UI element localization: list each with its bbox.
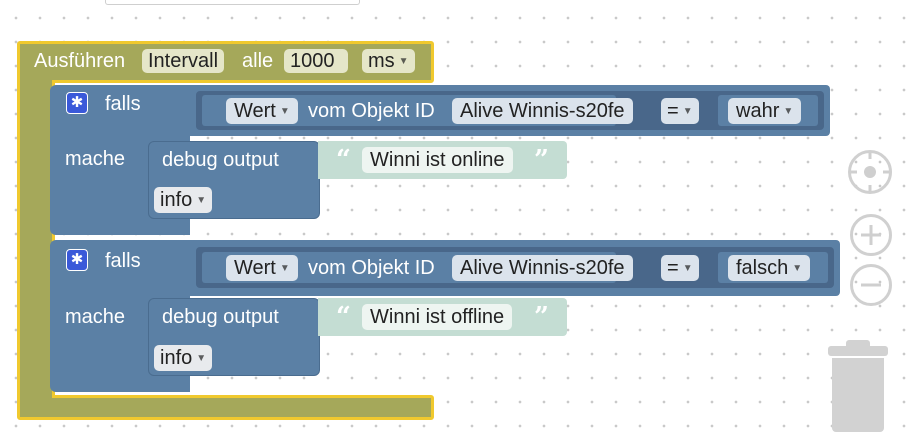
operator-value: =	[667, 100, 679, 122]
message-field[interactable]: Winni ist offline	[362, 304, 513, 330]
chevron-down-icon: ▼	[398, 55, 409, 67]
debug-label: debug output	[162, 306, 279, 328]
operator-dropdown[interactable]: =▼	[661, 255, 699, 281]
mode-dropdown[interactable]: Intervall	[142, 49, 225, 73]
bool-dropdown[interactable]: falsch▼	[728, 255, 811, 281]
crosshair-icon[interactable]	[848, 150, 892, 194]
message-field[interactable]: Winni ist online	[362, 147, 513, 173]
debug-label: debug output	[162, 149, 279, 171]
bool-value: falsch	[736, 257, 789, 279]
chevron-down-icon: ▼	[196, 194, 207, 206]
chevron-down-icon: ▼	[792, 262, 803, 274]
interval-input[interactable]: 1000	[284, 49, 348, 73]
if-label: falls	[105, 93, 141, 115]
property-value: Wert	[234, 100, 276, 122]
log-level-value: info	[160, 189, 193, 211]
plus-icon[interactable]	[850, 214, 892, 256]
mode-value: Intervall	[148, 50, 219, 72]
chevron-down-icon: ▼	[682, 105, 693, 117]
trash-lid	[828, 346, 888, 356]
unit-dropdown[interactable]: ms▼	[362, 49, 415, 73]
bool-value: wahr	[736, 100, 780, 122]
do-label: mache	[65, 306, 126, 328]
log-level-dropdown[interactable]: info▼	[154, 187, 213, 213]
chevron-down-icon: ▼	[279, 262, 290, 274]
log-level-value: info	[160, 347, 193, 369]
property-dropdown[interactable]: Wert▼	[226, 255, 298, 281]
gear-icon[interactable]: ✱	[66, 249, 88, 271]
run-label: Ausführen	[34, 50, 126, 72]
do-label: mache	[65, 148, 126, 170]
bool-dropdown[interactable]: wahr▼	[728, 98, 802, 124]
toolbar-edge	[105, 0, 360, 5]
every-label: alle	[242, 50, 274, 72]
chevron-down-icon: ▼	[783, 105, 794, 117]
trash-handle	[846, 340, 870, 348]
operator-dropdown[interactable]: =▼	[661, 98, 699, 124]
of-object-label: vom Objekt ID	[308, 100, 435, 122]
close-quote-icon: ”	[534, 302, 549, 332]
close-quote-icon: ”	[534, 145, 549, 175]
operator-value: =	[667, 257, 679, 279]
of-object-label: vom Objekt ID	[308, 257, 435, 279]
minus-icon[interactable]	[850, 264, 892, 306]
if-label: falls	[105, 250, 141, 272]
chevron-down-icon: ▼	[279, 105, 290, 117]
open-quote-icon: “	[336, 302, 351, 332]
log-level-dropdown[interactable]: info▼	[154, 345, 213, 371]
open-quote-icon: “	[336, 145, 351, 175]
property-dropdown[interactable]: Wert▼	[226, 98, 298, 124]
debug-block[interactable]	[148, 298, 320, 376]
trash-body	[832, 358, 884, 432]
property-value: Wert	[234, 257, 276, 279]
unit-value: ms	[368, 50, 395, 72]
object-id-field[interactable]: Alive Winnis-s20fe	[452, 255, 633, 281]
gear-icon[interactable]: ✱	[66, 92, 88, 114]
chevron-down-icon: ▼	[682, 262, 693, 274]
chevron-down-icon: ▼	[196, 352, 207, 364]
object-id-field[interactable]: Alive Winnis-s20fe	[452, 98, 633, 124]
